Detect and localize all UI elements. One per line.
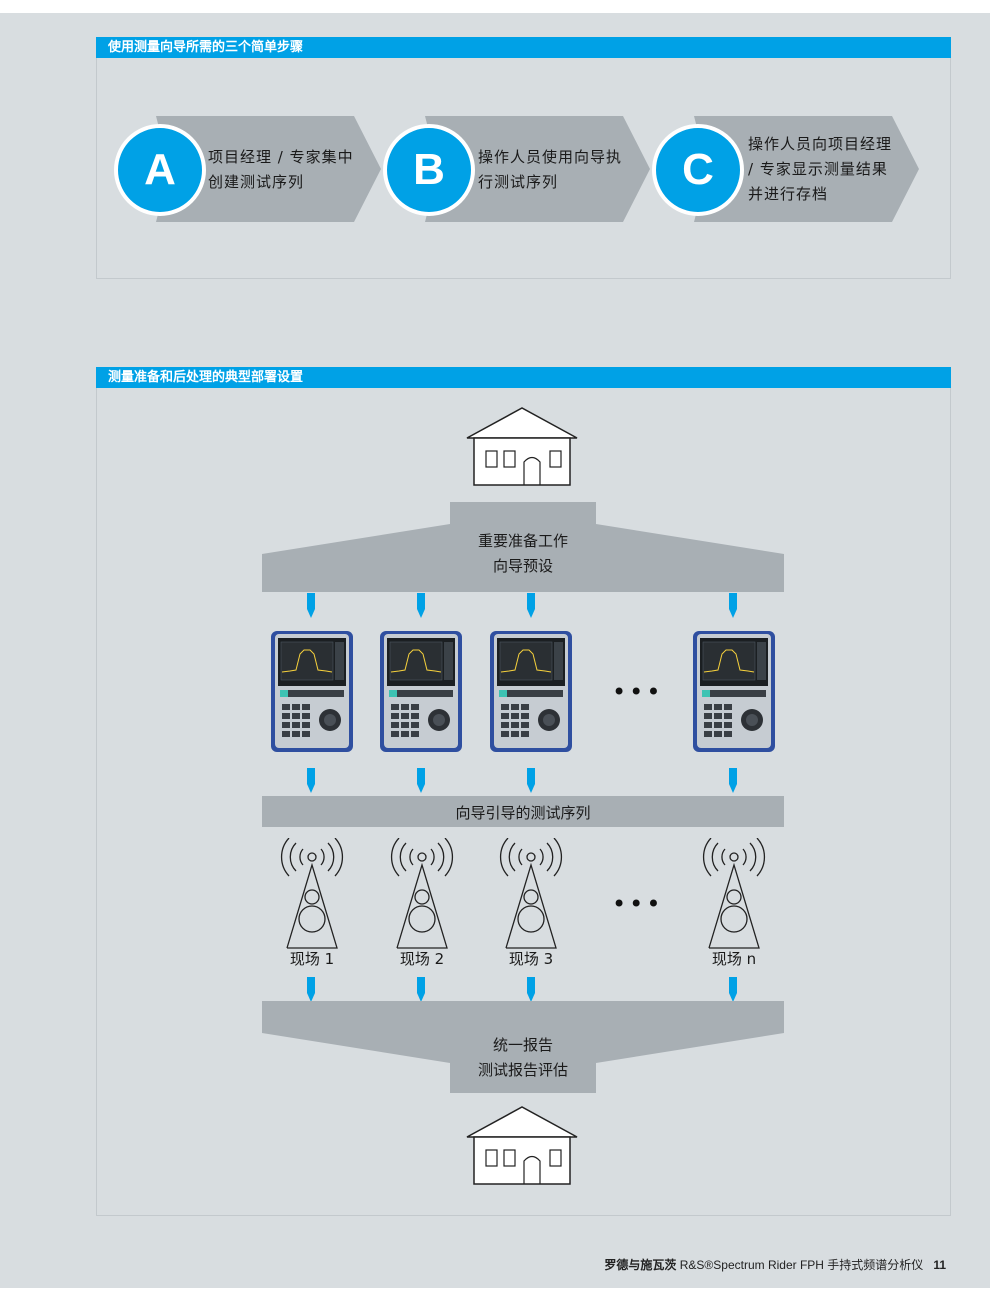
site-label-n: 现场 n (711, 950, 757, 968)
step-b-line-2: 行测试序列 (478, 173, 559, 191)
spectrum-analyzer-icon (693, 631, 775, 752)
step-a-badge: A (114, 124, 206, 216)
report-line-2: 测试报告评估 (477, 1061, 568, 1079)
preparation-funnel (262, 502, 784, 592)
down-arrow-icon (527, 593, 535, 618)
step-b-line-1: 操作人员使用向导执 (478, 148, 623, 166)
down-arrow-icon (527, 977, 535, 1002)
spectrum-analyzer-icon (380, 631, 462, 752)
report-line-1: 统一报告 (492, 1036, 553, 1054)
step-b-badge: B (383, 124, 475, 216)
step-a-line-2: 创建测试序列 (208, 173, 305, 191)
test-sequence-label: 向导引导的测试序列 (455, 804, 591, 822)
step-c-badge: C (652, 124, 744, 216)
steps-panel-title: 使用测量向导所需的三个简单步骤 (96, 37, 951, 58)
radio-tower-icon (390, 838, 454, 949)
house-icon (466, 1106, 578, 1185)
spectrum-analyzer-icon (271, 631, 353, 752)
step-c-line-1: 操作人员向项目经理 (748, 135, 893, 153)
house-icon (466, 407, 578, 486)
page-footer: 罗德与施瓦茨 R&S®Spectrum Rider FPH 手持式频谱分析仪 1… (604, 1256, 946, 1273)
footer-brand: 罗德与施瓦茨 (604, 1258, 677, 1272)
site-label-3: 现场 3 (508, 950, 554, 968)
down-arrow-icon (527, 768, 535, 793)
preparation-line-1: 重要准备工作 (477, 532, 568, 550)
down-arrow-icon (307, 768, 315, 793)
page-number: 11 (933, 1258, 946, 1272)
step-c-line-2: / 专家显示测量结果 (748, 160, 888, 178)
down-arrow-icon (729, 593, 737, 618)
deployment-panel-title: 测量准备和后处理的典型部署设置 (96, 367, 951, 388)
footer-product: R&S®Spectrum Rider FPH 手持式频谱分析仪 (679, 1258, 924, 1272)
devices-ellipsis: ••• (612, 678, 664, 706)
spectrum-analyzer-icon (490, 631, 572, 752)
sites-ellipsis: ••• (612, 890, 664, 918)
down-arrow-icon (417, 593, 425, 618)
down-arrow-icon (417, 977, 425, 1002)
step-c-line-3: 并进行存档 (748, 185, 829, 203)
radio-tower-icon (702, 838, 766, 949)
report-funnel (262, 1001, 784, 1093)
down-arrow-icon (307, 593, 315, 618)
step-b-text: 操作人员使用向导执 行测试序列 (478, 145, 622, 195)
radio-tower-icon (499, 838, 563, 949)
test-sequence-bar (262, 796, 784, 827)
down-arrow-icon (417, 768, 425, 793)
site-label-1: 现场 1 (289, 950, 335, 968)
down-arrow-icon (729, 977, 737, 1002)
step-c-text: 操作人员向项目经理 / 专家显示测量结果 并进行存档 (748, 132, 892, 207)
preparation-line-2: 向导预设 (492, 557, 553, 575)
down-arrow-icon (729, 768, 737, 793)
radio-tower-icon (280, 838, 344, 949)
site-label-2: 现场 2 (399, 950, 445, 968)
step-a-line-1: 项目经理 / 专家集中 (208, 148, 354, 166)
step-a-text: 项目经理 / 专家集中 创建测试序列 (208, 145, 354, 195)
down-arrow-icon (307, 977, 315, 1002)
